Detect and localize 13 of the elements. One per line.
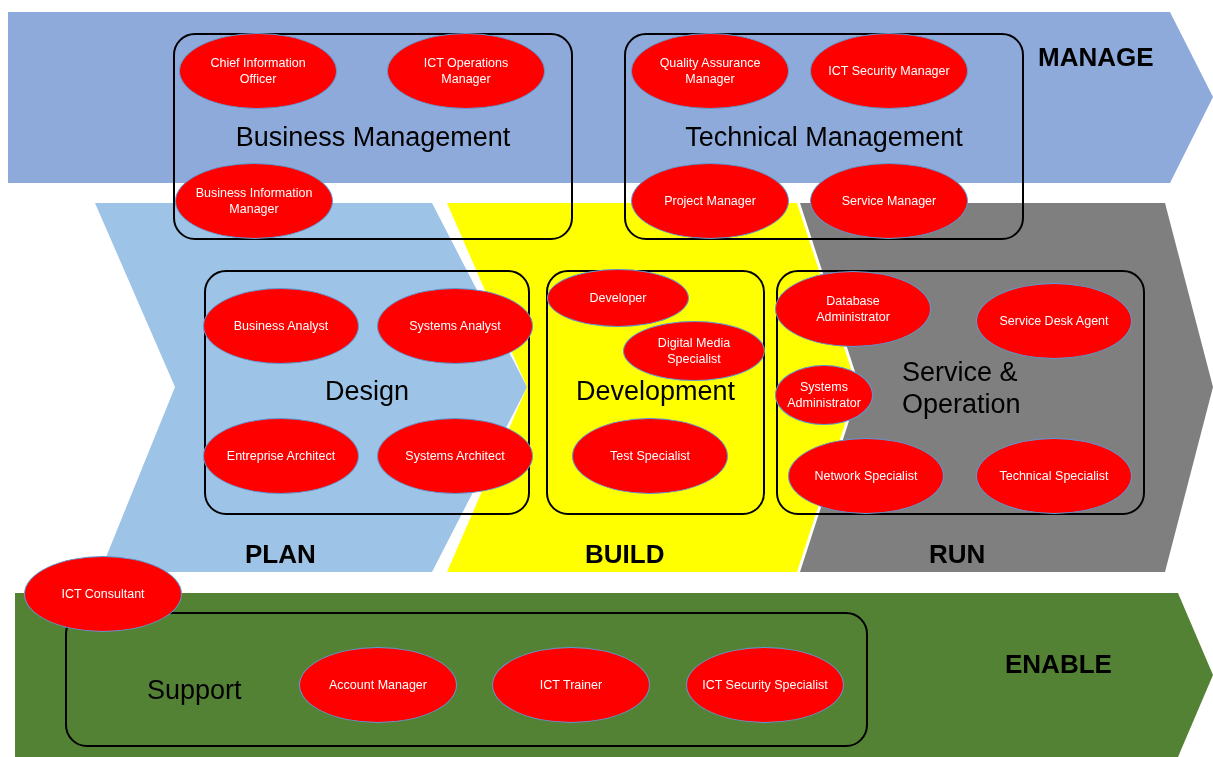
group-box [776,270,1145,515]
group-title: Service & Operation [902,356,1022,421]
group-title: Technical Management [684,121,964,154]
band-label: ENABLE [1005,649,1112,680]
group-title: Support [147,674,242,707]
group-box [546,270,765,515]
group-title: Business Management [234,121,512,154]
band-label: MANAGE [1038,42,1154,73]
band-label: PLAN [245,539,316,570]
band-label: BUILD [585,539,665,570]
band-label: RUN [929,539,986,570]
group-box [65,612,868,747]
group-title: Design [323,375,410,408]
